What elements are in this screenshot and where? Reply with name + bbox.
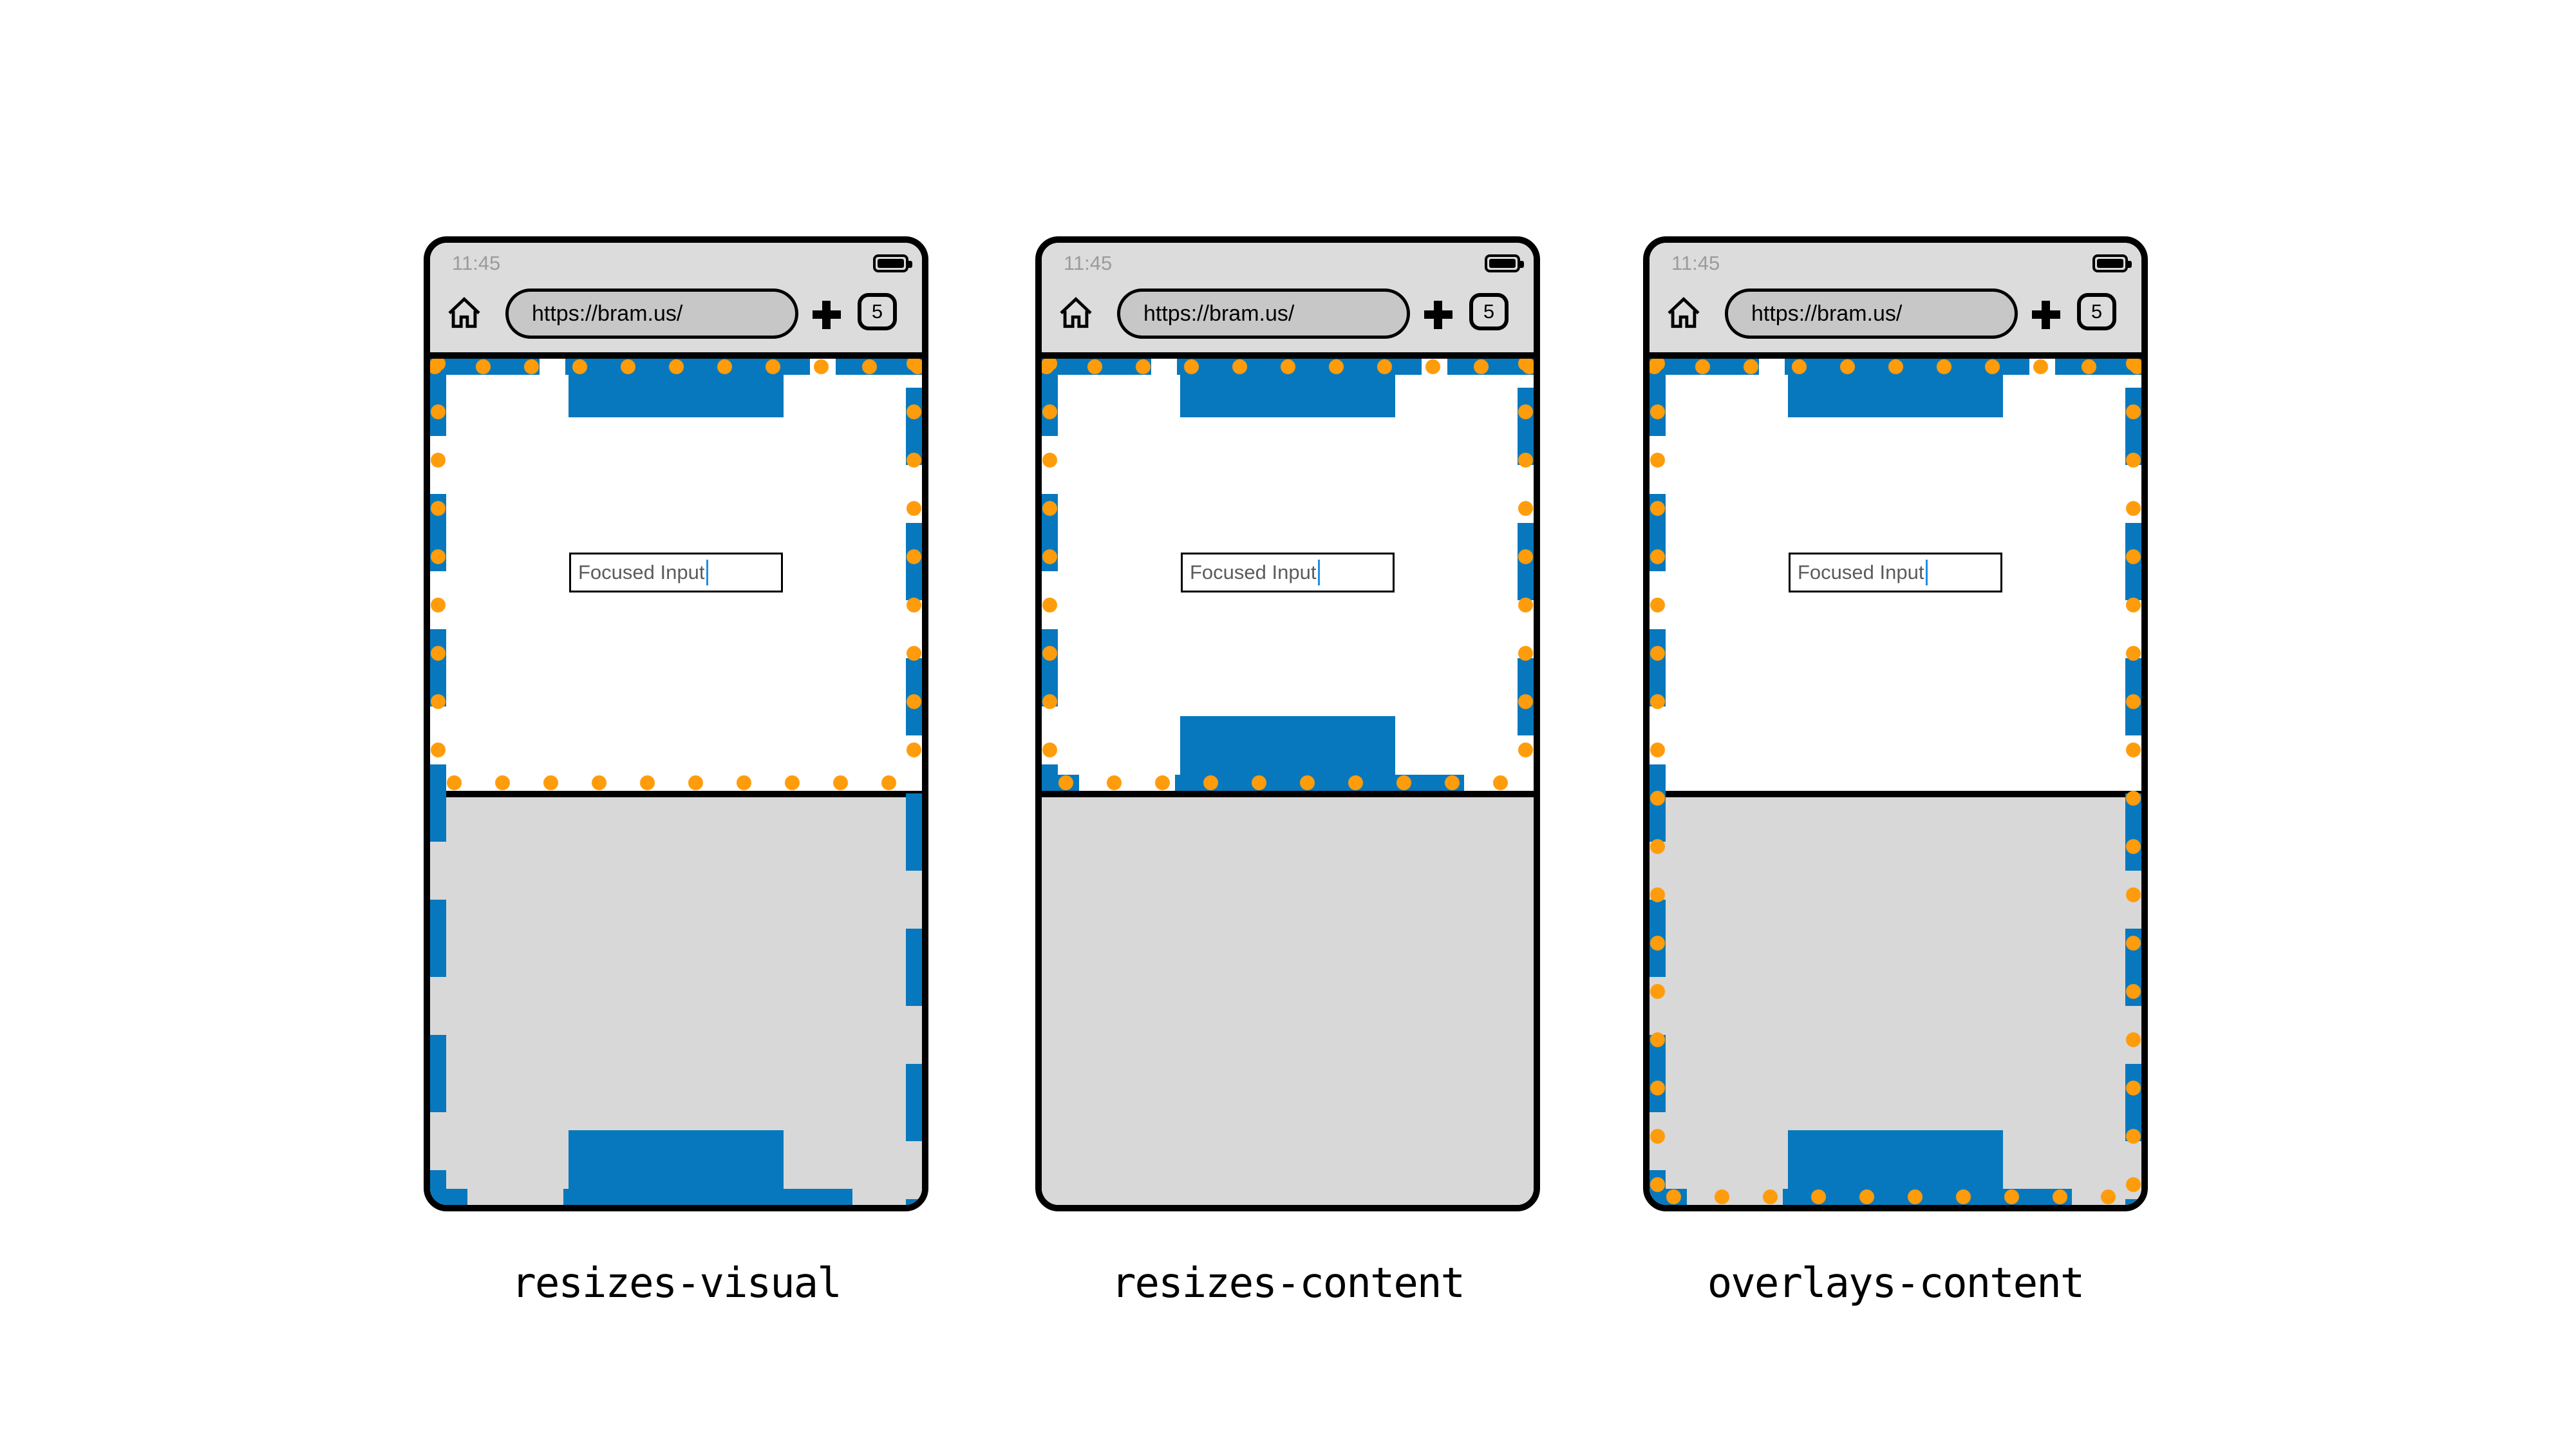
tab-count: 5 [871, 300, 883, 323]
tab-counter: 5 [2077, 293, 2116, 330]
input-text: Focused Input [1798, 561, 1924, 583]
page-footer-block [1180, 716, 1395, 775]
corner-notch [1043, 360, 1051, 368]
layout-border-bottom [430, 1189, 922, 1205]
browser-chrome: 11:45 https://bram.us/ 5 [1650, 243, 2141, 359]
url-bar: https://bram.us/ [1725, 289, 2018, 339]
layout-viewport [1650, 359, 2141, 1205]
browser-chrome: 11:45 https://bram.us/ 5 [1042, 243, 1534, 359]
phone-mockup-overlays-content: 11:45 https://bram.us/ 5 [1643, 236, 2148, 1211]
page-footer-block [1788, 1130, 2003, 1189]
caption-resizes-content: resizes-content [1111, 1260, 1465, 1307]
layout-border-bottom [1650, 1189, 2141, 1205]
layout-border-right [1518, 359, 1534, 791]
url-text: https://bram.us/ [1751, 301, 1903, 326]
text-caret [1318, 560, 1321, 585]
tab-count: 5 [1483, 300, 1495, 323]
layout-border-left [1650, 359, 1666, 1205]
home-icon [1060, 297, 1092, 328]
corner-notch [431, 360, 440, 368]
layout-border-bottom [1042, 775, 1534, 791]
battery-icon [873, 254, 912, 272]
focused-input: Focused Input [1789, 553, 2002, 592]
url-text: https://bram.us/ [532, 301, 683, 326]
battery-icon [2092, 254, 2132, 272]
tab-counter: 5 [858, 293, 897, 330]
page-header-block [1180, 359, 1395, 417]
browser-chrome: 11:45 https://bram.us/ 5 [430, 243, 922, 359]
tab-count: 5 [2091, 300, 2103, 323]
layout-border-right [2125, 359, 2141, 1205]
battery-icon [1485, 254, 1524, 272]
status-time: 11:45 [1671, 252, 1720, 274]
viewport: Focused Input [1042, 359, 1534, 1205]
home-icon [1668, 297, 1700, 328]
new-tab-icon [2032, 301, 2060, 329]
caption-overlays-content: overlays-content [1707, 1260, 2085, 1307]
layout-viewport [430, 359, 922, 1205]
viewport: Focused Input [430, 359, 922, 1205]
focused-input: Focused Input [1181, 553, 1395, 592]
text-caret [1926, 560, 1928, 585]
virtual-keyboard [1042, 791, 1534, 1205]
tab-counter: 5 [1469, 293, 1509, 330]
caption-resizes-visual: resizes-visual [511, 1260, 841, 1307]
layout-border-left [430, 359, 446, 1205]
input-text: Focused Input [578, 561, 705, 583]
phone-mockup-resizes-visual: 11:45 https://bram.us/ 5 [424, 236, 928, 1211]
new-tab-icon [813, 301, 841, 329]
layout-border-right [906, 359, 922, 1205]
url-bar: https://bram.us/ [1117, 289, 1410, 339]
focused-input: Focused Input [569, 553, 783, 592]
home-icon [448, 297, 480, 328]
status-time: 11:45 [452, 252, 501, 274]
url-bar: https://bram.us/ [505, 289, 798, 339]
input-text: Focused Input [1190, 561, 1317, 583]
page-header-block [1788, 359, 2003, 417]
page-footer-block [569, 1130, 784, 1189]
status-time: 11:45 [1064, 252, 1113, 274]
url-text: https://bram.us/ [1143, 301, 1295, 326]
layout-border-left [1042, 359, 1058, 791]
corner-notch [1651, 360, 1659, 368]
text-caret [706, 560, 709, 585]
page-header-block [569, 359, 784, 417]
phone-mockup-resizes-content: 11:45 https://bram.us/ 5 [1035, 236, 1540, 1211]
new-tab-icon [1424, 301, 1453, 329]
viewport: Focused Input [1650, 359, 2141, 1205]
